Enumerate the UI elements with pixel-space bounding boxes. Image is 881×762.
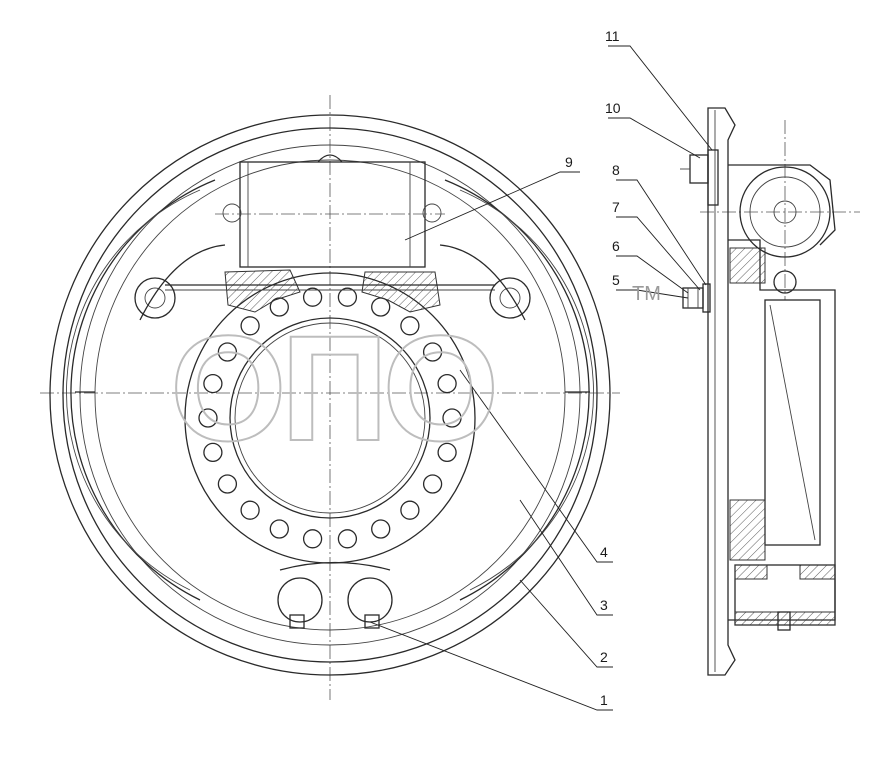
bolt-hole [302,287,323,307]
bolt-hole [337,287,358,307]
outer-rim [49,114,611,676]
bolt-hole [337,529,358,549]
bolt-hole [240,316,260,336]
bolt-hole [203,373,223,394]
bolt-hole [198,408,218,428]
callout-4: 4 [600,544,608,560]
bolt-hole [437,442,457,463]
callout-9: 9 [565,154,573,170]
callout-5: 5 [612,272,620,288]
callout-2: 2 [600,649,608,665]
anchor-pins [277,561,393,629]
callout-11: 11 [605,28,620,44]
bolt-hole [302,529,323,549]
watermark-text: ОПО [170,304,493,472]
callout-1: 1 [600,692,608,708]
bolt-hole [400,500,420,520]
watermark: ОПО TM [169,283,661,473]
callout-leaders [369,45,713,711]
callout-6: 6 [612,238,620,254]
callout-10: 10 [605,100,621,116]
callout-8: 8 [612,162,620,178]
side-view [680,107,860,676]
bolt-hole [217,474,238,494]
backplate [707,107,736,676]
bolt-hole [203,442,223,463]
bolt-hole [400,316,420,336]
bolt-hole [240,500,260,520]
bolt-hole [422,474,443,494]
bolt-hole [422,342,443,362]
callout-3: 3 [600,597,608,613]
return-spring [224,269,301,313]
callout-labels: 1 2 3 4 5 6 7 8 9 10 11 [565,28,621,708]
bolt-hole [371,519,391,539]
bolt-hole [269,519,289,539]
callout-7: 7 [612,199,620,215]
bolt-hole [437,373,457,394]
bolt-hole [217,342,238,362]
fitting [680,149,719,206]
wheel-cylinder [239,161,426,268]
bolt-hole-ring [198,287,462,549]
front-view [40,95,620,700]
watermark-tm: TM [632,283,661,305]
bolt-hole [442,408,462,428]
